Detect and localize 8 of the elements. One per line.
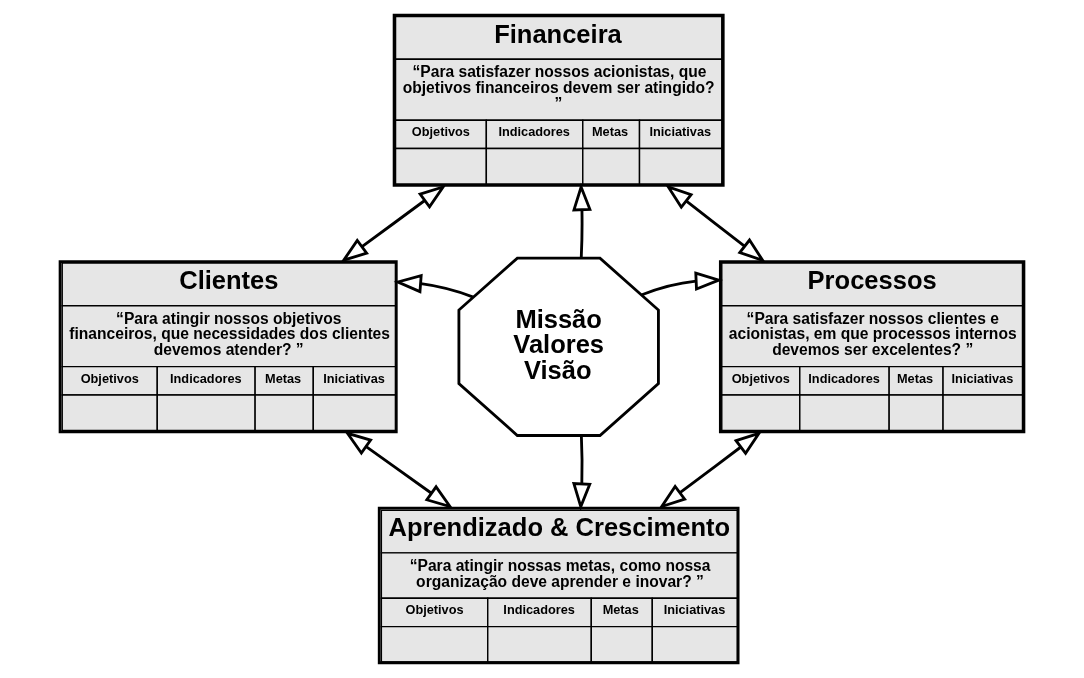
arrow: [664, 184, 766, 263]
arrow: [340, 184, 447, 263]
arrow: [571, 435, 592, 511]
arrow: [572, 182, 592, 258]
arrow: [641, 271, 724, 297]
arrow: [658, 430, 763, 510]
arrow: [393, 273, 474, 299]
arrow: [344, 430, 454, 509]
